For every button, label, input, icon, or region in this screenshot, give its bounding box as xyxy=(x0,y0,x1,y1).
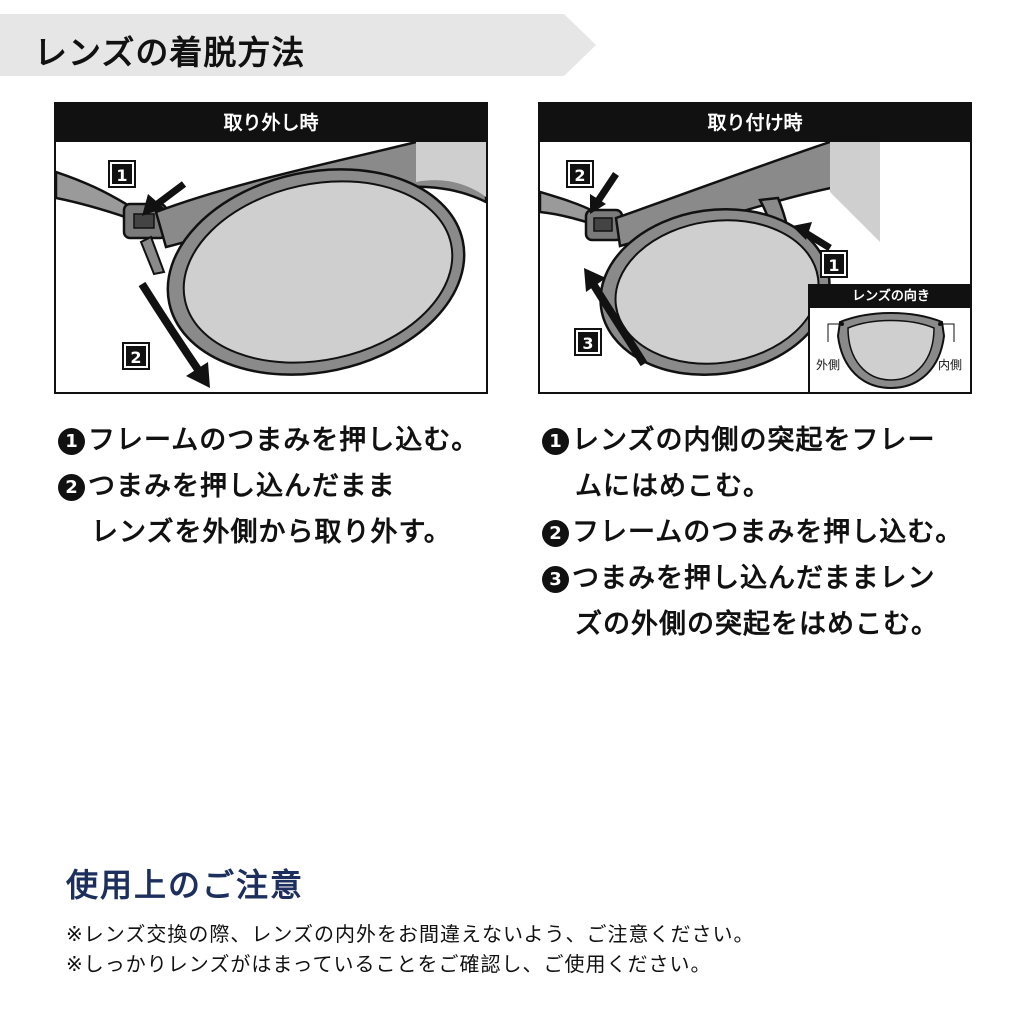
page-title: レンズの着脱方法 xyxy=(34,33,306,72)
outer-side-label: 外側 xyxy=(816,358,841,372)
removal-step-2-cont: レンズを外側から取り外す。 xyxy=(91,517,452,548)
step-text: フレームのつまみを押し込む。 xyxy=(572,517,964,548)
step-number: 2 xyxy=(542,520,569,547)
lens-orientation-header: レンズの向き xyxy=(810,286,970,308)
attach-panel: 取り付け時 2 1 3 レンズの向き xyxy=(538,102,972,394)
title-banner-shape xyxy=(0,14,596,76)
attach-step-badge-2: 2 xyxy=(566,160,594,188)
inner-side-label: 内側 xyxy=(938,358,963,372)
attach-panel-header: 取り付け時 xyxy=(540,104,970,142)
step-text: つまみを押し込んだままレン xyxy=(572,563,936,594)
step-number: 1 xyxy=(58,428,85,455)
attach-illustration xyxy=(540,142,880,377)
removal-illustration xyxy=(56,142,486,388)
removal-panel: 取り外し時 1 2 xyxy=(54,102,488,394)
step-text: フレームのつまみを押し込む。 xyxy=(88,425,480,456)
lens-orientation-diagram xyxy=(827,312,955,390)
notice-line-2: ※しっかりレンズがはまっていることをご確認し、ご使用ください。 xyxy=(66,952,712,976)
step-text: つまみを押し込んだまま xyxy=(88,471,396,502)
step-number: 2 xyxy=(58,474,85,501)
removal-step-badge-2: 2 xyxy=(122,342,150,370)
attach-step-1-cont: ムにはめこむ。 xyxy=(575,471,771,502)
step-text: レンズの内側の突起をフレー xyxy=(572,425,936,456)
attach-step-badge-1: 1 xyxy=(820,250,848,278)
removal-step-badge-1: 1 xyxy=(108,160,136,188)
removal-panel-header: 取り外し時 xyxy=(56,104,486,142)
title-banner: レンズの着脱方法 xyxy=(0,14,596,76)
attach-step-badge-3: 3 xyxy=(574,328,602,356)
lens-orientation-inset: レンズの向き 外側 内側 xyxy=(808,284,970,392)
notice-title: 使用上のご注意 xyxy=(66,866,305,904)
notice-line-1: ※レンズ交換の際、レンズの内外をお間違えないよう、ご注意ください。 xyxy=(66,922,755,946)
step-number: 1 xyxy=(542,428,569,455)
attach-step-3-cont: ズの外側の突起をはめこむ。 xyxy=(575,609,939,640)
step-number: 3 xyxy=(542,566,569,593)
